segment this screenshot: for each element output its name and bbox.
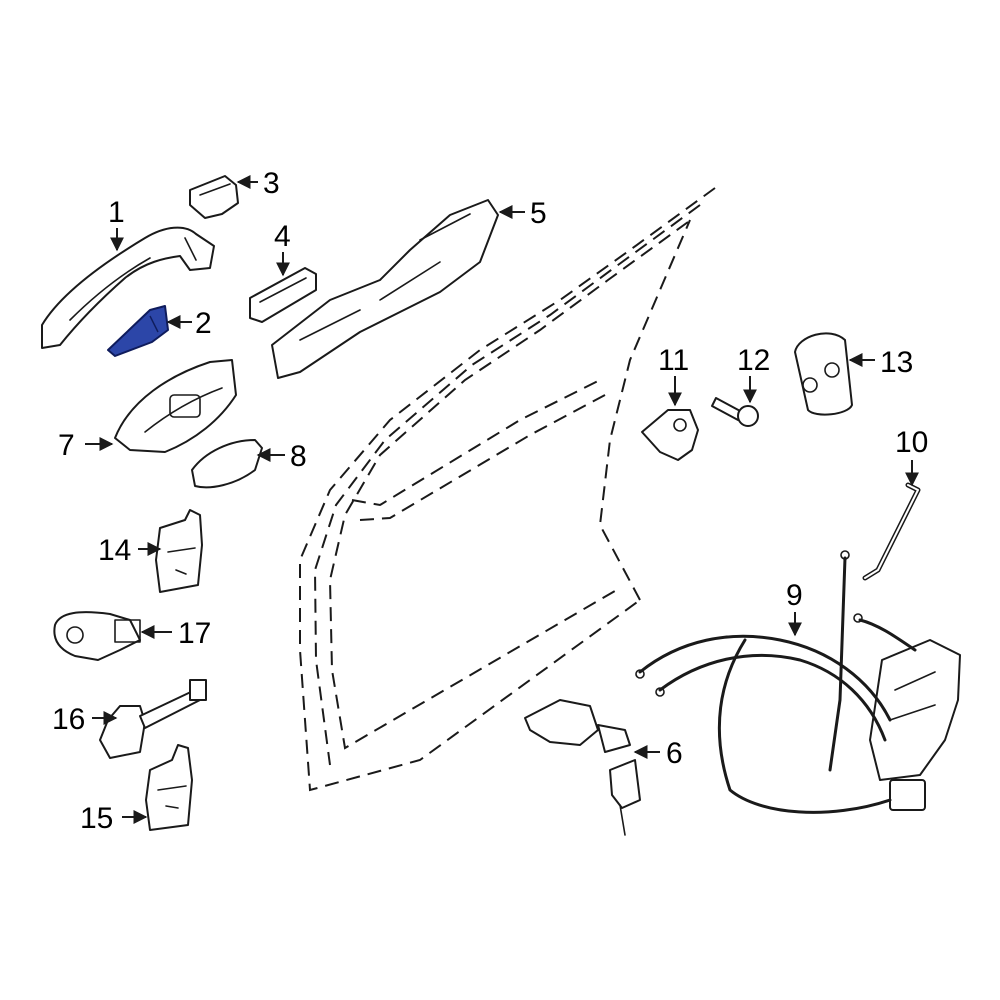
striker-bolt: [711, 397, 759, 427]
callout-10: 10: [895, 426, 928, 459]
lock-rod: [862, 482, 921, 581]
inside-handle-bezel: [191, 439, 263, 489]
callout-11: 11: [658, 344, 689, 377]
callout-13: 13: [880, 346, 913, 379]
handle-cap: [189, 175, 239, 219]
callout-9: 9: [786, 579, 803, 612]
callout-labels: 1 2 3 4 5 6 7 8 9 10 11 12 13 14 15 16 1…: [52, 167, 928, 835]
callout-15: 15: [80, 802, 113, 835]
leader-lines: [85, 175, 919, 824]
upper-hinge: [155, 509, 203, 593]
callout-17: 17: [178, 617, 211, 650]
door-check-bracket: [53, 611, 141, 661]
callout-8: 8: [290, 440, 307, 473]
handle-insert-highlighted: [107, 305, 169, 357]
callout-12: 12: [737, 344, 770, 377]
outside-door-handle: [41, 226, 215, 349]
part-2-highlight: [107, 305, 169, 357]
door-striker: [641, 409, 699, 461]
door-outline: [299, 187, 716, 792]
door-latch-assembly: [635, 550, 961, 814]
callout-4: 4: [274, 220, 291, 253]
callout-5: 5: [530, 197, 547, 230]
handle-gasket: [249, 267, 317, 323]
callout-7: 7: [58, 429, 75, 462]
callout-6: 6: [666, 737, 683, 770]
inside-door-handle: [114, 359, 237, 453]
striker-cover: [794, 332, 853, 416]
callout-3: 3: [263, 167, 280, 200]
callout-14: 14: [98, 534, 131, 567]
handle-bracket: [271, 199, 499, 379]
callout-16: 16: [52, 703, 85, 736]
callout-2: 2: [195, 307, 212, 340]
callout-1: 1: [108, 196, 125, 229]
lock-cylinder-and-key: [524, 699, 641, 836]
lower-hinge: [145, 744, 193, 831]
